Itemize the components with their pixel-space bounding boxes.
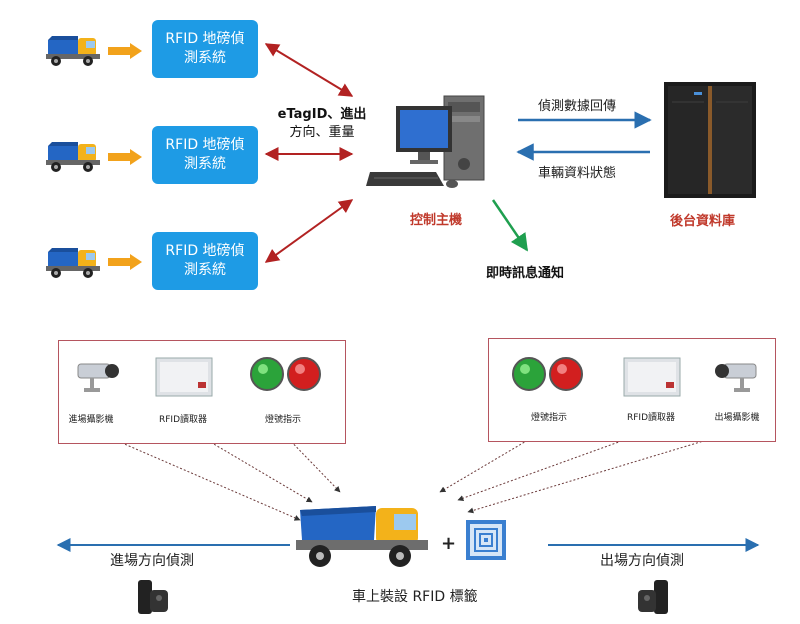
backend-db-label: 後台資料庫 (670, 214, 736, 229)
entry-lights-label: 燈號指示 (264, 415, 301, 425)
exit-rfid-reader-icon (623, 357, 681, 397)
rfid-box-label: RFID 地磅偵測系統 (165, 137, 245, 172)
arrow-host-notify (491, 199, 529, 252)
server-rack-icon (664, 82, 756, 198)
exit-lights-label: 燈號指示 (530, 413, 567, 423)
exit-camera-label: 出場攝影機 (714, 413, 760, 423)
arrow-rfid1-host (264, 43, 354, 97)
orange-arrow-icon (108, 43, 142, 59)
truck-icon (46, 142, 100, 172)
rfid-box-2: RFID 地磅偵測系統 (152, 126, 258, 184)
exit-camera-icon (715, 363, 757, 392)
rfid-box-1: RFID 地磅偵測系統 (152, 20, 258, 78)
control-host-label: 控制主機 (410, 213, 463, 228)
entry-camera-icon (77, 363, 119, 392)
entry-direction-label: 進場方向偵測 (110, 553, 194, 569)
rfid-box-label: RFID 地磅偵測系統 (165, 243, 245, 278)
entry-reader-label: RFID讀取器 (158, 415, 207, 425)
etag-label-line2: 方向、重量 (289, 125, 355, 140)
vehicle-status-label: 車輛資料狀態 (538, 166, 617, 181)
computer-icon (366, 95, 485, 188)
detect-return-label: 偵測數據回傳 (538, 99, 617, 114)
line-entry-camera-truck (91, 429, 301, 521)
entry-rfid-reader-icon (155, 357, 213, 397)
exit-lights-icon (512, 357, 583, 391)
entry-lights-icon (250, 357, 321, 391)
etag-label-line1: eTagID、進出 (277, 107, 367, 122)
exit-sensor-icon (638, 580, 668, 614)
arrow-rfid3-host (264, 199, 354, 263)
entry-camera-label: 進場攝影機 (68, 415, 114, 425)
exit-direction-label: 出場方向偵測 (600, 553, 684, 569)
line-exit-camera-truck (467, 429, 741, 514)
plus-sign: + (441, 533, 457, 554)
rfid-box-3: RFID 地磅偵測系統 (152, 232, 258, 290)
truck-icon (46, 248, 100, 278)
entry-sensor-icon (138, 580, 168, 614)
exit-reader-label: RFID讀取器 (626, 413, 675, 423)
truck-icon (46, 36, 100, 66)
etag-label: eTagID、進出 方向、重量 (272, 106, 372, 142)
rfid-tag-label: 車上裝設 RFID 標籤 (352, 589, 478, 605)
rfid-box-label: RFID 地磅偵測系統 (165, 31, 245, 66)
rfid-tag-icon (466, 520, 506, 560)
orange-arrow-icon (108, 149, 142, 165)
dump-truck-icon (296, 506, 428, 567)
realtime-notify-label: 即時訊息通知 (486, 266, 565, 281)
orange-arrow-icon (108, 254, 142, 270)
